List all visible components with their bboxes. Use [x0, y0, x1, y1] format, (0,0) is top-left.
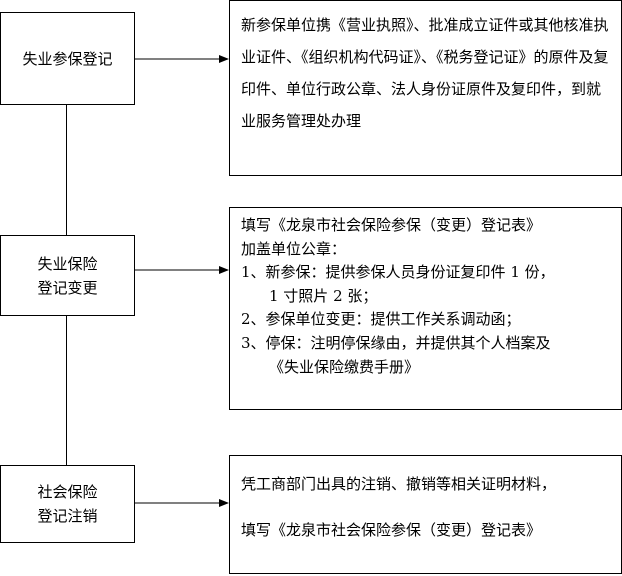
unemployment-change-box: 失业保险 登记变更 — [0, 235, 135, 316]
unemployment-change-label-line-1: 失业保险 — [37, 254, 98, 273]
connector-line-1 — [66, 104, 67, 235]
change-detail-line-5: 2、参保单位变更：提供工作关系调动函； — [241, 310, 521, 329]
cancellation-detail-line-1: 凭工商部门出具的注销、撤销等相关证明材料， — [241, 475, 557, 493]
unemployment-registration-label: 失业参保登记 — [22, 49, 113, 68]
change-detail-line-4: 1 寸照片 2 张； — [269, 286, 378, 305]
unemployment-registration-detail: 新参保单位携《营业执照》、批准成立证件或其他核准执业证件、《组织机构代码证》、《… — [241, 16, 609, 130]
cancellation-label-line-1: 社会保险 — [37, 483, 98, 501]
unemployment-change-detail: 填写《龙泉市社会保险参保（变更）登记表》 加盖单位公章： 1、新参保：提供参保人… — [241, 214, 617, 379]
unemployment-registration-box: 失业参保登记 — [0, 12, 135, 105]
change-detail-line-1: 填写《龙泉市社会保险参保（变更）登记表》 — [241, 216, 542, 234]
unemployment-registration-detail-box: 新参保单位携《营业执照》、批准成立证件或其他核准执业证件、《组织机构代码证》、《… — [229, 0, 622, 176]
social-insurance-cancellation-detail-box: 凭工商部门出具的注销、撤销等相关证明材料， 填写《龙泉市社会保险参保（变更）登记… — [229, 455, 622, 574]
unemployment-change-detail-box: 填写《龙泉市社会保险参保（变更）登记表》 加盖单位公章： 1、新参保：提供参保人… — [229, 207, 622, 410]
cancellation-detail: 凭工商部门出具的注销、撤销等相关证明材料， 填写《龙泉市社会保险参保（变更）登记… — [241, 473, 617, 541]
change-detail-line-3: 1、新参保：提供参保人员身份证复印件 1 份， — [241, 263, 555, 282]
social-insurance-cancellation-box: 社会保险 登记注销 — [0, 465, 135, 543]
unemployment-change-label-line-2: 登记变更 — [37, 278, 98, 297]
change-detail-line-7: 《失业保险缴费手册》 — [269, 357, 420, 376]
cancellation-label-line-2: 登记注销 — [37, 507, 98, 525]
connector-line-2 — [66, 315, 67, 465]
change-detail-line-6: 3、停保：注明停保缘由，并提供其个人档案及 — [241, 333, 551, 352]
cancellation-detail-line-2: 填写《龙泉市社会保险参保（变更）登记表》 — [241, 521, 542, 539]
change-detail-line-2: 加盖单位公章： — [241, 239, 347, 258]
